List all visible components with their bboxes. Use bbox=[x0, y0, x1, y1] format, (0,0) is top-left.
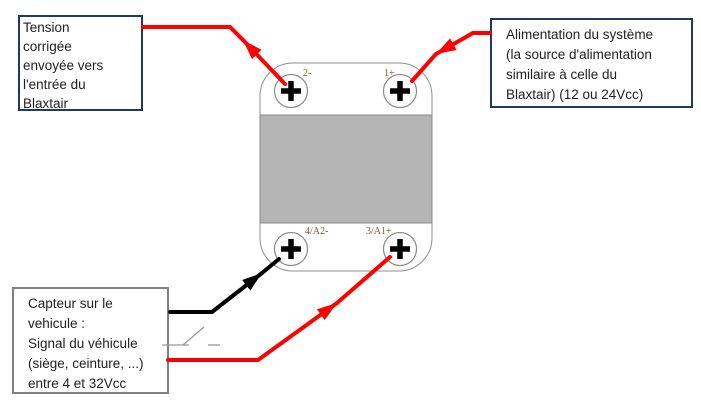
wire-output-bend bbox=[228, 25, 245, 42]
terminal-label-2-minus: 2- bbox=[303, 68, 312, 79]
arrowhead-up-right-icon bbox=[256, 301, 339, 362]
terminal-4-a2-minus bbox=[273, 231, 309, 267]
screw-cross-icon bbox=[281, 239, 301, 259]
switch-blade bbox=[182, 326, 205, 346]
terminal-label-3-a1-plus: 3/A1+ bbox=[366, 226, 392, 237]
arrowhead-up-right-icon bbox=[210, 271, 264, 314]
terminal-3-a1-plus bbox=[382, 231, 418, 267]
screw-cross-icon bbox=[390, 239, 410, 259]
relay-body bbox=[259, 62, 433, 272]
wire-sensor-tail bbox=[260, 257, 281, 275]
terminal-1-plus bbox=[382, 73, 418, 109]
relay bbox=[259, 62, 433, 272]
arrowhead-down-left-icon bbox=[434, 31, 475, 56]
wire-signal-tail bbox=[335, 255, 392, 305]
terminal-2-minus bbox=[273, 73, 309, 109]
callout-output-voltage: Tension corrigée envoyée vers l'entrée d… bbox=[18, 15, 143, 111]
wire-sensor bbox=[168, 257, 281, 314]
switch-symbol-icon bbox=[162, 326, 220, 346]
wire-power-tail bbox=[410, 52, 438, 83]
terminal-label-4-a2-minus: 4/A2- bbox=[305, 226, 329, 237]
terminal-label-1-plus: 1+ bbox=[384, 68, 395, 79]
arrowhead-up-left-icon bbox=[241, 38, 287, 86]
screw-cross-icon bbox=[390, 81, 410, 101]
callout-vehicle-sensor: Capteur sur le vehicule : Signal du véhi… bbox=[12, 287, 169, 394]
relay-band bbox=[259, 114, 433, 224]
callout-system-power: Alimentation du système (la source d'ali… bbox=[490, 18, 693, 108]
wire-signal bbox=[166, 255, 392, 362]
screw-cross-icon bbox=[281, 81, 301, 101]
wire-power bbox=[410, 31, 492, 83]
wire-output bbox=[141, 25, 287, 86]
